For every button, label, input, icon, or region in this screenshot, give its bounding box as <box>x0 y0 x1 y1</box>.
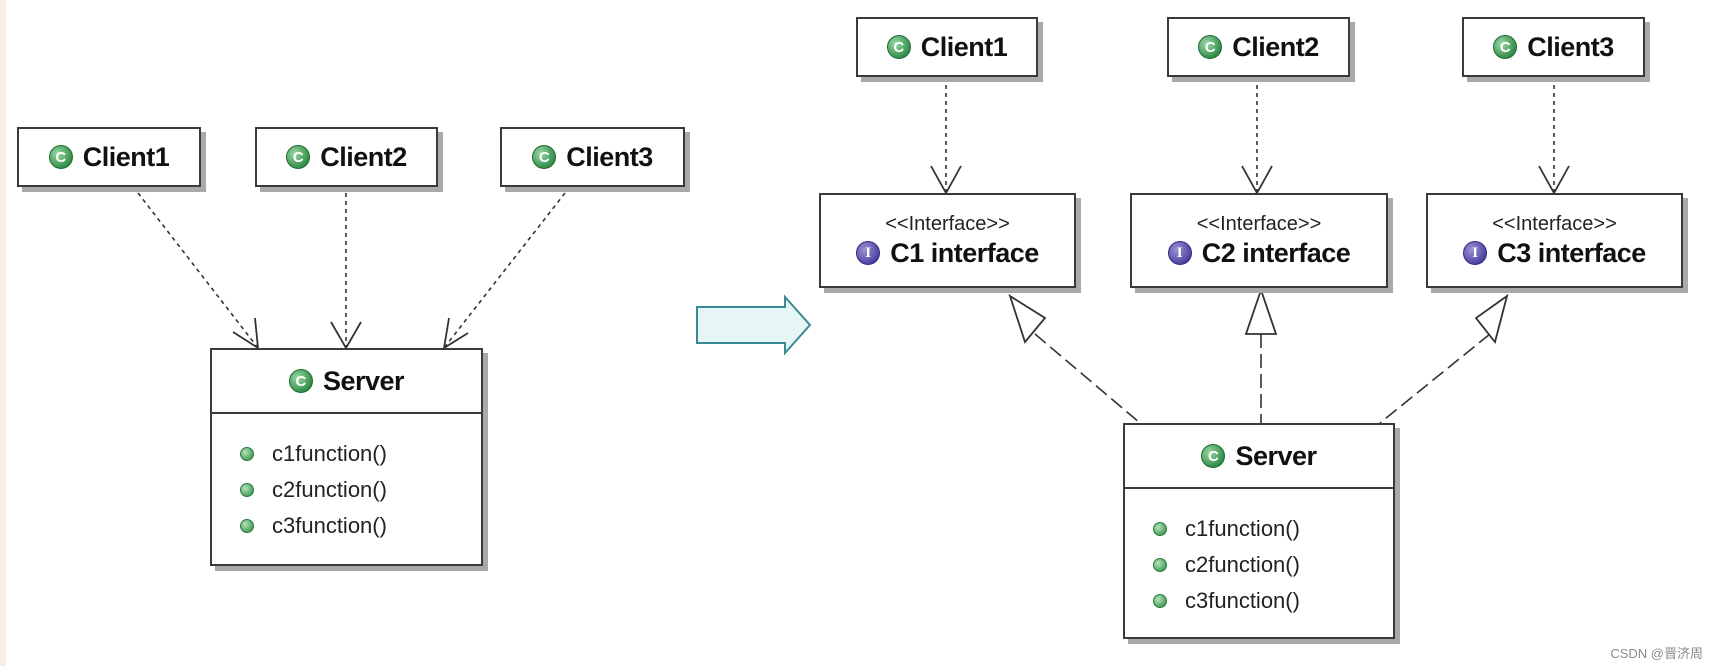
method-list: c1function() c2function() c3function() <box>212 414 481 544</box>
method-icon <box>240 519 254 533</box>
transform-arrow <box>696 294 812 356</box>
realization-head-c2 <box>1244 287 1278 335</box>
left-margin-strip <box>0 0 6 666</box>
dependency-line-client1 <box>137 192 259 349</box>
arrowhead-r-client1 <box>930 165 962 195</box>
right-server-box: C Server c1function() c2function() c3fun… <box>1123 423 1395 639</box>
right-client3-box: C Client3 <box>1462 17 1645 77</box>
method-item: c1function() <box>1153 511 1393 547</box>
stereotype-label: <<Interface>> <box>1196 212 1322 235</box>
realization-head-c1 <box>1008 293 1047 344</box>
class-icon: C <box>286 145 311 169</box>
method-icon <box>240 483 254 497</box>
realization-head-c3 <box>1474 293 1509 344</box>
class-icon: C <box>886 35 911 59</box>
arrowhead-r-client3 <box>1538 165 1570 195</box>
c2-interface-box: <<Interface>> I C2 interface <box>1130 193 1388 288</box>
class-name: Client1 <box>82 141 170 172</box>
class-icon: C <box>288 369 313 393</box>
class-name: Client3 <box>566 141 653 172</box>
server-name: Server <box>1235 440 1317 471</box>
method-item: c1function() <box>240 436 481 472</box>
method-label: c3function() <box>1185 588 1300 613</box>
realization-line-c3 <box>1379 333 1491 424</box>
class-icon: C <box>532 145 557 169</box>
class-name: Client1 <box>920 31 1008 62</box>
method-item: c2function() <box>1153 547 1393 583</box>
method-icon <box>1153 594 1167 608</box>
watermark: CSDN @晋济周 <box>1610 646 1703 661</box>
arrowhead-r-client2 <box>1241 165 1273 195</box>
c1-interface-box: <<Interface>> I C1 interface <box>819 193 1076 288</box>
left-server-box: C Server c1function() c2function() c3fun… <box>210 348 483 566</box>
server-name: Server <box>322 365 405 396</box>
method-label: c1function() <box>1185 516 1300 541</box>
left-client3-box: C Client3 <box>500 127 685 187</box>
method-item: c3function() <box>240 508 481 544</box>
method-item: c2function() <box>240 472 481 508</box>
interface-icon: I <box>1167 241 1192 265</box>
class-icon: C <box>48 145 73 169</box>
method-label: c3function() <box>272 513 387 538</box>
interface-icon: I <box>856 241 881 265</box>
class-icon: C <box>1201 444 1226 468</box>
class-icon: C <box>1493 35 1518 59</box>
c3-interface-box: <<Interface>> I C3 interface <box>1426 193 1683 288</box>
right-client1-box: C Client1 <box>856 17 1038 77</box>
method-label: c2function() <box>272 477 387 502</box>
class-name: Client2 <box>1232 31 1319 62</box>
interface-name: C3 interface <box>1497 237 1646 268</box>
class-icon: C <box>1198 35 1223 59</box>
method-label: c2function() <box>1185 552 1300 577</box>
right-client2-box: C Client2 <box>1167 17 1350 77</box>
method-icon <box>1153 558 1167 572</box>
interface-name: C1 interface <box>890 237 1039 268</box>
class-name: Client2 <box>320 141 407 172</box>
interface-icon: I <box>1463 241 1488 265</box>
method-label: c1function() <box>272 441 387 466</box>
method-icon <box>240 447 254 461</box>
left-client2-box: C Client2 <box>255 127 438 187</box>
method-item: c3function() <box>1153 583 1393 619</box>
stereotype-label: <<Interface>> <box>1492 212 1617 235</box>
stereotype-label: <<Interface>> <box>885 212 1010 235</box>
realization-line-c1 <box>1034 333 1141 424</box>
interface-name: C2 interface <box>1201 237 1351 268</box>
method-list: c1function() c2function() c3function() <box>1125 489 1393 619</box>
method-icon <box>1153 522 1167 536</box>
left-client1-box: C Client1 <box>17 127 201 187</box>
arrowhead-client2 <box>330 321 362 350</box>
class-name: Client3 <box>1527 31 1614 62</box>
dependency-line-client3 <box>443 192 566 349</box>
